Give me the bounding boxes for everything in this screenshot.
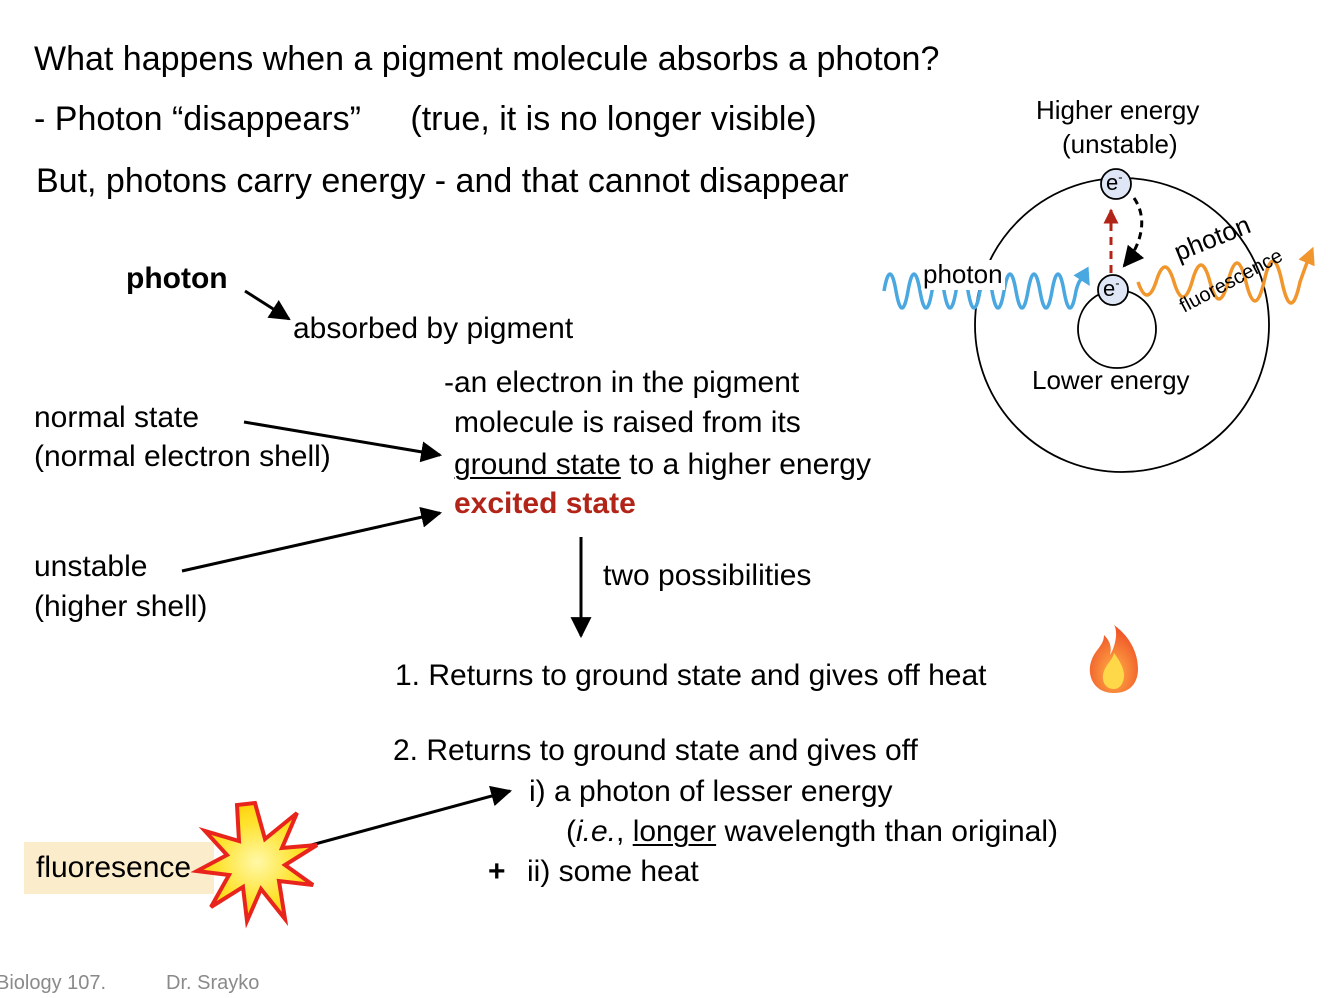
relaxation-arrow	[1122, 197, 1145, 268]
no-longer-visible-text: (true, it is no longer visible)	[410, 100, 817, 138]
outcome-two-wavelength: (i.e., longer wavelength than original)	[566, 815, 1058, 850]
longer-term: longer	[632, 815, 717, 848]
electron-raised-line-2: molecule is raised from its	[454, 406, 801, 439]
fluorescence-label: fluoresence	[36, 851, 192, 884]
electron-ground-label: e-	[1103, 276, 1120, 301]
normal-state-label: normal state	[34, 401, 200, 434]
normal-electron-shell-label: (normal electron shell)	[34, 440, 331, 473]
electron-ground-e: e	[1103, 276, 1116, 301]
footer-course: Biology 107.	[0, 972, 107, 994]
footer-author: Dr. Srayko	[166, 972, 260, 994]
normal-state-arrow	[243, 420, 443, 463]
outcome-two-heat: ii) some heat	[527, 855, 699, 888]
electron-excited	[1100, 168, 1132, 200]
photon-disappears-line: - Photon “disappears” (true, it is no lo…	[34, 100, 817, 139]
unstable-paren-label: (unstable)	[1062, 129, 1178, 159]
electron-excited-label: e-	[1106, 170, 1123, 195]
incoming-photon-label: photon	[921, 259, 1005, 290]
fire-icon	[1089, 625, 1138, 693]
question-heading: What happens when a pigment molecule abs…	[34, 40, 940, 78]
explosion-icon	[190, 800, 319, 929]
outcome-two-photon: i) a photon of lesser energy	[529, 775, 893, 808]
plus-sign: +	[488, 855, 506, 888]
ie-comma: ,	[616, 815, 633, 848]
outcome-one: 1. Returns to ground state and gives off…	[395, 659, 987, 692]
unstable-arrow	[181, 506, 443, 573]
ie-abbrev: i.e.	[576, 815, 617, 848]
photon-to-absorbed-arrow	[244, 289, 291, 321]
unstable-label: unstable	[34, 550, 148, 583]
electron-raised-line-1: -an electron in the pigment	[444, 366, 800, 399]
fluorescence-highlight	[24, 842, 214, 894]
outcome-two: 2. Returns to ground state and gives off	[393, 734, 918, 767]
electron-ground-sup: -	[1115, 275, 1120, 291]
fluorescence-arrow	[281, 785, 513, 855]
ground-state-term: ground state	[454, 448, 621, 481]
energy-cannot-disappear: But, photons carry energy - and that can…	[36, 162, 849, 200]
wavelength-rest: wavelength than original)	[716, 815, 1058, 848]
higher-energy-text: to a higher energy	[620, 448, 871, 481]
electron-raised-line-3: ground state to a higher energy	[454, 448, 871, 483]
excited-state-term: excited state	[454, 487, 636, 520]
lower-energy-label: Lower energy	[1032, 365, 1190, 395]
absorbed-by-pigment: absorbed by pigment	[293, 312, 574, 345]
higher-energy-label: Higher energy	[1036, 95, 1200, 125]
paren-open: (	[566, 815, 576, 848]
higher-shell-label: (higher shell)	[34, 590, 208, 623]
outgoing-photon-wave	[1136, 246, 1315, 305]
photon-label: photon	[126, 262, 228, 295]
electron-excited-e: e	[1106, 170, 1119, 195]
two-possibilities-label: two possibilities	[603, 559, 812, 592]
electron-excited-sup: -	[1118, 169, 1123, 185]
photon-disappears-text: - Photon “disappears”	[34, 100, 361, 138]
electron-ground	[1097, 274, 1129, 306]
